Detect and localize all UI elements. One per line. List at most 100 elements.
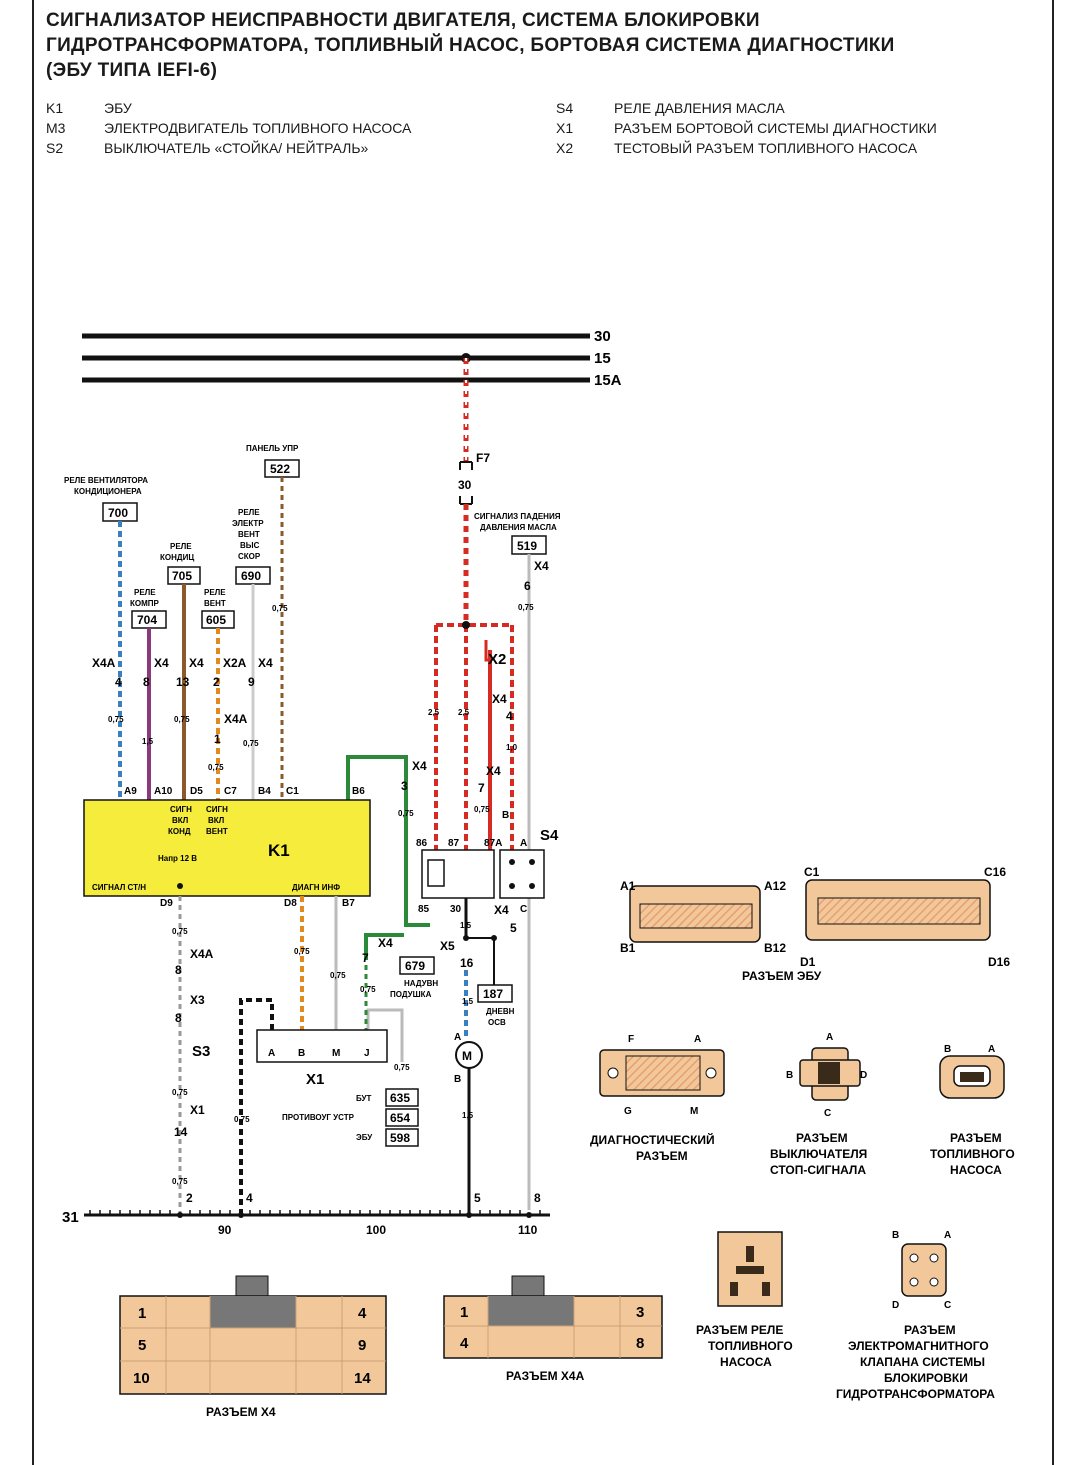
svg-text:КОНДИЦИОНЕРА: КОНДИЦИОНЕРА	[74, 487, 142, 496]
svg-text:РАЗЪЕМ РЕЛЕ: РАЗЪЕМ РЕЛЕ	[696, 1323, 783, 1337]
svg-text:C16: C16	[984, 865, 1006, 879]
svg-text:1: 1	[214, 732, 221, 746]
svg-text:0,75: 0,75	[360, 985, 376, 994]
ecu-connector-view: A1 A12 B1 B12 C1 C16 D1 D16 РАЗЪЕМ ЭБУ	[620, 865, 1010, 983]
svg-text:РАЗЪЕМ: РАЗЪЕМ	[904, 1323, 956, 1337]
svg-text:0,75: 0,75	[398, 809, 414, 818]
svg-text:B6: B6	[352, 786, 365, 797]
svg-text:A10: A10	[154, 786, 173, 797]
circuit-605: 605	[206, 613, 226, 627]
svg-text:C1: C1	[286, 786, 299, 797]
stop-switch-connector-view: A B D C РАЗЪЕМ ВЫКЛЮЧАТЕЛЯ СТОП-СИГНАЛА	[770, 1032, 867, 1177]
circuit-187: 187	[483, 987, 503, 1001]
circuit-690: 690	[241, 569, 261, 583]
svg-text:X5: X5	[440, 939, 455, 953]
svg-text:X4: X4	[189, 656, 204, 670]
svg-text:B: B	[892, 1230, 899, 1241]
svg-text:5: 5	[474, 1191, 481, 1205]
svg-text:9: 9	[248, 675, 255, 689]
svg-text:C1: C1	[804, 865, 820, 879]
svg-text:X2A: X2A	[223, 656, 247, 670]
svg-text:СИГН: СИГН	[170, 805, 192, 814]
circuit-704: 704	[137, 613, 157, 627]
svg-text:ДИАГН ИНФ: ДИАГН ИНФ	[292, 883, 340, 892]
svg-text:0,75: 0,75	[172, 1088, 188, 1097]
svg-text:B1: B1	[620, 941, 636, 955]
svg-text:СТОП-СИГНАЛА: СТОП-СИГНАЛА	[770, 1163, 866, 1177]
ground-bus: 31 2 4 5 8 90 100 110	[62, 1191, 550, 1237]
svg-text:A: A	[694, 1034, 701, 1045]
svg-text:1,5: 1,5	[462, 997, 474, 1006]
svg-text:НАСОСА: НАСОСА	[950, 1163, 1002, 1177]
svg-text:X3: X3	[190, 993, 205, 1007]
svg-text:D: D	[860, 1070, 867, 1081]
title-line-1: СИГНАЛИЗАТОР НЕИСПРАВНОСТИ ДВИГАТЕЛЯ, СИ…	[46, 10, 760, 31]
svg-text:ЭЛЕКТР: ЭЛЕКТР	[232, 519, 264, 528]
svg-text:0,75: 0,75	[234, 1115, 250, 1124]
svg-text:0,75: 0,75	[330, 971, 346, 980]
svg-text:0,75: 0,75	[208, 763, 224, 772]
svg-text:85: 85	[418, 904, 430, 915]
svg-text:1,5: 1,5	[462, 1111, 474, 1120]
svg-text:B12: B12	[764, 941, 786, 955]
svg-text:C: C	[944, 1300, 951, 1311]
svg-text:13: 13	[176, 675, 190, 689]
svg-text:X4A: X4A	[92, 656, 116, 670]
svg-text:8: 8	[534, 1191, 541, 1205]
circuit-700: 700	[108, 506, 128, 520]
svg-text:0,75: 0,75	[172, 927, 188, 936]
svg-text:4: 4	[115, 675, 122, 689]
svg-text:B7: B7	[342, 898, 355, 909]
svg-text:7: 7	[478, 781, 485, 795]
ecu-output-wires: 0,75 X4A 8 X3 8 S3 X1 14 0,75 0,75 0,75 …	[172, 896, 438, 1215]
fuse-f7: F7 30	[458, 358, 490, 625]
x1-diagnostic-connector: A B M J X1 БУТ ПРОТИВОУГ УСТР ЭБУ 635 65…	[256, 1029, 419, 1147]
svg-text:A: A	[988, 1044, 995, 1055]
svg-text:D1: D1	[800, 955, 816, 969]
svg-text:14: 14	[354, 1370, 371, 1387]
svg-text:31: 31	[62, 1209, 79, 1226]
svg-text:X1: X1	[190, 1103, 205, 1117]
svg-text:B4: B4	[258, 786, 271, 797]
svg-text:ВКЛ: ВКЛ	[172, 816, 189, 825]
diagram-title: СИГНАЛИЗАТОР НЕИСПРАВНОСТИ ДВИГАТЕЛЯ, СИ…	[46, 8, 1036, 83]
svg-text:X4A: X4A	[190, 947, 214, 961]
svg-text:A1: A1	[620, 879, 636, 893]
svg-text:B: B	[786, 1070, 793, 1081]
svg-text:X4: X4	[534, 559, 549, 573]
svg-text:ПРОТИВОУГ УСТР: ПРОТИВОУГ УСТР	[282, 1113, 355, 1122]
svg-text:РАЗЪЕМ: РАЗЪЕМ	[796, 1131, 848, 1145]
svg-text:0,75: 0,75	[294, 947, 310, 956]
svg-text:НАСОСА: НАСОСА	[720, 1355, 772, 1369]
svg-text:A: A	[268, 1048, 275, 1059]
svg-text:87: 87	[448, 838, 460, 849]
svg-text:3: 3	[636, 1304, 644, 1321]
svg-text:16: 16	[460, 956, 474, 970]
svg-text:B: B	[944, 1044, 951, 1055]
svg-text:ТОПЛИВНОГО: ТОПЛИВНОГО	[708, 1339, 793, 1353]
circuit-635: 635	[390, 1091, 410, 1105]
circuit-519: 519	[517, 539, 537, 553]
svg-text:РЕЛЕ: РЕЛЕ	[204, 588, 226, 597]
svg-text:ПОДУШКА: ПОДУШКА	[390, 990, 432, 999]
bus-15-label: 15	[594, 350, 611, 367]
x1-name: X1	[306, 1071, 324, 1088]
svg-text:0,75: 0,75	[172, 1177, 188, 1186]
ecu-input-wires: РЕЛЕ ВЕНТИЛЯТОРА КОНДИЦИОНЕРА 700 РЕЛЕ К…	[64, 444, 300, 800]
svg-text:A: A	[944, 1230, 951, 1241]
svg-text:D8: D8	[284, 898, 297, 909]
x4a-caption: РАЗЪЕМ X4A	[506, 1369, 585, 1383]
svg-text:X4: X4	[258, 656, 273, 670]
x4-connector-view: 1 4 5 9 10 14 РАЗЪЕМ X4	[119, 1275, 387, 1419]
svg-text:СИГНАЛ СТ/Н: СИГНАЛ СТ/Н	[92, 883, 146, 892]
title-line-3: (ЭБУ ТИПА IEFI-6)	[46, 60, 218, 81]
svg-text:РЕЛЕ: РЕЛЕ	[238, 508, 260, 517]
svg-text:РЕЛЕ: РЕЛЕ	[170, 542, 192, 551]
svg-text:4: 4	[358, 1305, 367, 1322]
svg-text:0,75: 0,75	[174, 715, 190, 724]
svg-text:30: 30	[450, 904, 462, 915]
svg-text:4: 4	[506, 709, 513, 723]
svg-text:A12: A12	[764, 879, 786, 893]
